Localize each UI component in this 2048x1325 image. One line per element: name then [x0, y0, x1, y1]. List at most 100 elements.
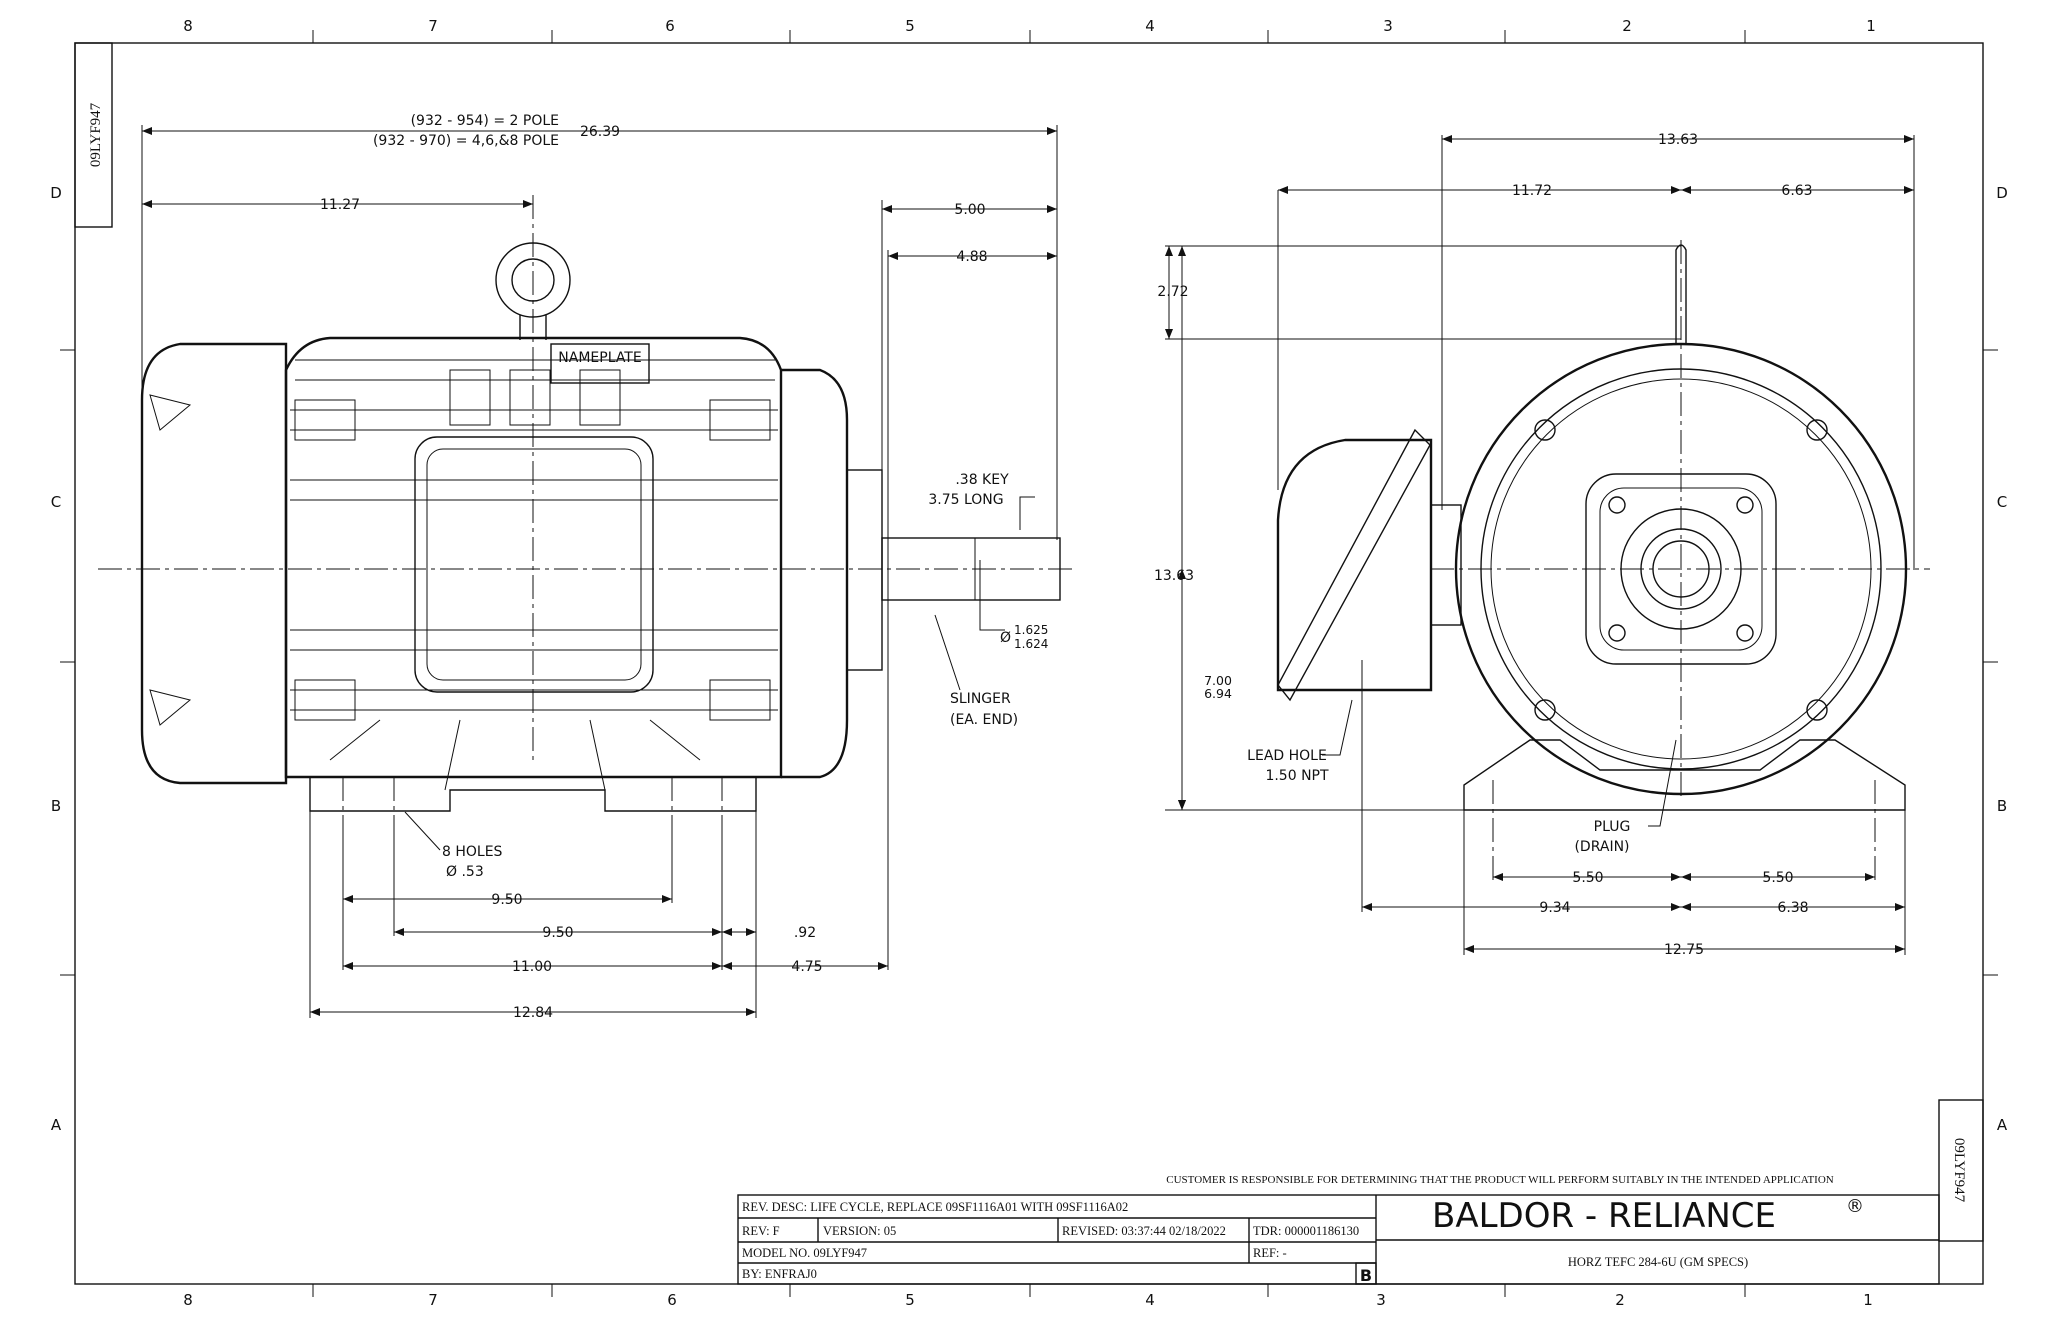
dimension-arrow [1047, 205, 1057, 213]
dim-1284: 12.84 [513, 1005, 553, 1021]
conduit-box [1276, 438, 1433, 692]
dim-end-1172: 11.72 [1512, 183, 1552, 199]
zone-row-label-right: C [1997, 493, 2007, 511]
pole-note-2-pole: (932 - 954) = 2 POLE [411, 113, 559, 129]
dimension-arrow [1865, 873, 1875, 881]
dimension-arrow [888, 252, 898, 260]
company-name: BALDOR - RELIANCE [1432, 1196, 1776, 1236]
shaft-diameter-symbol: Ø [1000, 630, 1011, 646]
shaft-diameter-max: 1.625 [1014, 623, 1048, 637]
zone-column-label-bottom: 4 [1145, 1291, 1155, 1309]
dimension-arrow [1178, 800, 1186, 810]
dimension-arrow [1681, 873, 1691, 881]
dimension-arrow [722, 928, 732, 936]
dimension-arrow [1671, 186, 1681, 194]
holes-note-2: Ø .53 [446, 864, 484, 880]
dimension-arrow [142, 127, 152, 135]
mounting-feet [309, 777, 757, 812]
zone-column-label-bottom: 3 [1376, 1291, 1386, 1309]
plug-note-1: PLUG [1594, 819, 1631, 835]
zone-column-label-top: 2 [1622, 17, 1632, 35]
dimension-arrow [1178, 246, 1186, 256]
drawing-id-box-bottom-right: 09LYF947 [1938, 1099, 1984, 1242]
dim-end-1363-v: 13.63 [1154, 568, 1194, 584]
drawing-id-label: 09LYF947 [88, 102, 104, 167]
lifting-eyebolt [495, 242, 571, 318]
dim-end-663: 6.63 [1781, 183, 1812, 199]
dim-shaft-488: 4.88 [956, 249, 987, 265]
zone-row-label-left: C [51, 493, 61, 511]
dimension-arrow [394, 928, 404, 936]
dimension-arrow [343, 895, 353, 903]
eyebolt-edge [1675, 244, 1687, 344]
dimension-arrow [882, 205, 892, 213]
motor-frame [284, 336, 783, 779]
dim-end-700: 7.00 [1204, 673, 1232, 688]
shaft-end [1652, 540, 1710, 598]
tdr: TDR: 000001186130 [1253, 1224, 1359, 1238]
model-number: MODEL NO. 09LYF947 [742, 1246, 867, 1260]
dimension-labels: (932 - 954) = 2 POLE (932 - 970) = 4,6,&… [320, 113, 1813, 1021]
motor-side-view: NAMEPLATE [98, 195, 1074, 830]
dimension-arrow [662, 895, 672, 903]
plug-note-2: (DRAIN) [1574, 839, 1629, 855]
rev-desc: REV. DESC: LIFE CYCLE, REPLACE 09SF1116A… [742, 1200, 1128, 1214]
title-block: CUSTOMER IS RESPONSIBLE FOR DETERMINING … [737, 1174, 1940, 1285]
dimension-arrow [1178, 569, 1186, 579]
dimension-arrow [142, 200, 152, 208]
dim-end-934: 9.34 [1539, 900, 1570, 916]
end-mounting-feet [1463, 739, 1906, 811]
dimension-arrow [1671, 873, 1681, 881]
dimension-arrow [722, 962, 732, 970]
dim-fan-to-center: 11.27 [320, 197, 360, 213]
registered-mark: ® [1846, 1196, 1864, 1217]
lead-hole-note-1: LEAD HOLE [1247, 748, 1327, 764]
zone-column-label-top: 6 [665, 17, 675, 35]
zone-column-label-top: 8 [183, 17, 193, 35]
dim-end-1275: 12.75 [1664, 942, 1704, 958]
zone-column-label-top: 5 [905, 17, 915, 35]
dimension-arrow [1362, 903, 1372, 911]
frame-outline [1454, 342, 1908, 796]
zone-column-label-bottom: 1 [1863, 1291, 1873, 1309]
fan-cover [140, 342, 288, 785]
zone-column-label-bottom: 2 [1615, 1291, 1625, 1309]
dimension-arrow [1895, 945, 1905, 953]
slinger-note-2: (EA. END) [950, 712, 1018, 728]
dim-950-b: 9.50 [542, 925, 573, 941]
dim-475: 4.75 [791, 959, 822, 975]
dimension-arrow [1904, 186, 1914, 194]
dimension-arrow [523, 200, 533, 208]
bearing-plate [1585, 473, 1777, 665]
dim-end-272: 2.72 [1157, 284, 1188, 300]
zone-column-label-bottom: 7 [428, 1291, 438, 1309]
dimension-arrow [1278, 186, 1288, 194]
drawing-id-box-top-left: 09LYF947 [74, 42, 113, 228]
zone-column-label-top: 7 [428, 17, 438, 35]
drawing-id-label: 09LYF947 [1951, 1138, 1967, 1203]
dimension-arrow [1671, 903, 1681, 911]
dimension-arrow [1493, 873, 1503, 881]
ref: REF: - [1253, 1246, 1287, 1260]
dim-overall-length: 26.39 [580, 124, 620, 140]
pole-note-4-6-8-pole: (932 - 970) = 4,6,&8 POLE [373, 133, 559, 149]
zone-column-label-top: 3 [1383, 17, 1393, 35]
zone-column-label-bottom: 6 [667, 1291, 677, 1309]
nameplate-label: NAMEPLATE [558, 350, 641, 366]
holes-note-1: 8 HOLES [442, 844, 503, 860]
sheet-size: B [1360, 1266, 1372, 1285]
dimension-arrow [1895, 903, 1905, 911]
dimension-arrow [310, 1008, 320, 1016]
zone-row-label-left: A [51, 1116, 62, 1134]
nameplate [550, 343, 650, 384]
dimension-arrow [1464, 945, 1474, 953]
dim-1100: 11.00 [512, 959, 552, 975]
zone-row-label-left: B [51, 797, 61, 815]
dimension-lines [142, 127, 1914, 1016]
dimension-arrow [712, 928, 722, 936]
dim-end-694: 6.94 [1204, 686, 1232, 701]
dimension-arrow [1047, 127, 1057, 135]
dimension-arrow [1442, 135, 1452, 143]
dimension-arrow [343, 962, 353, 970]
